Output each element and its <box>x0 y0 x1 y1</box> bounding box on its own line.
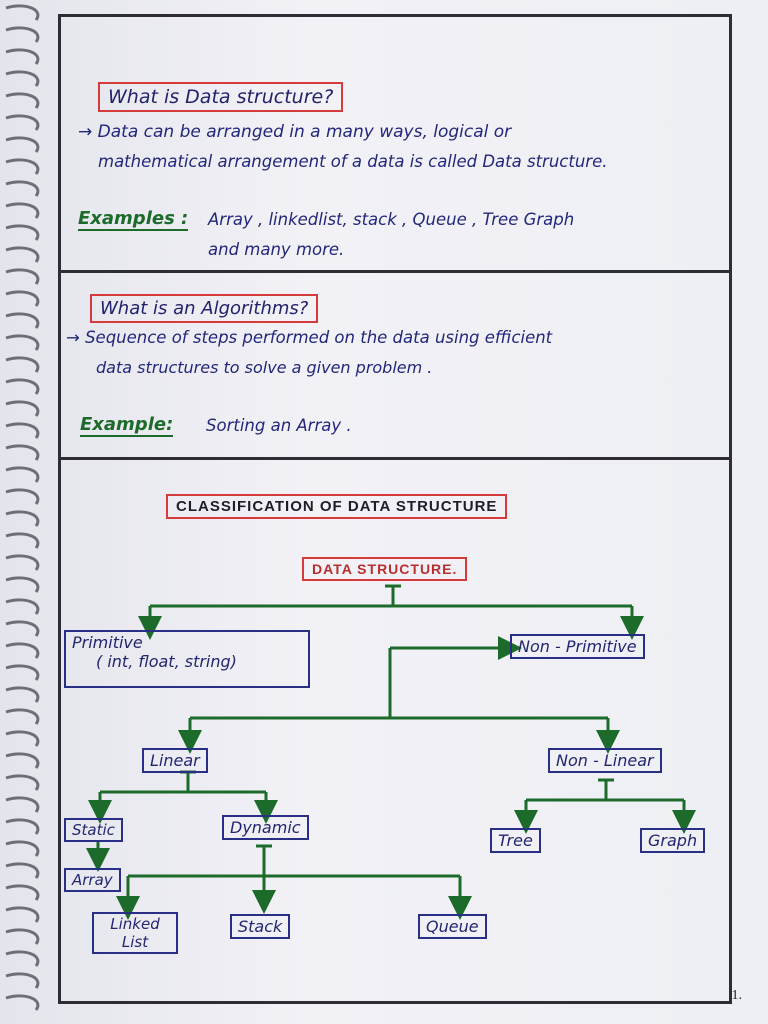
spiral-coil <box>5 796 40 813</box>
spiral-coil <box>5 972 40 989</box>
spiral-coil <box>5 554 40 571</box>
node-primitive-types: ( int, float, string) <box>96 652 237 671</box>
example-label: Example: <box>80 414 174 437</box>
spiral-coil <box>5 532 40 549</box>
spiral-coil <box>5 708 40 725</box>
definition-line-2: mathematical arrangement of a data is ca… <box>98 152 608 171</box>
spiral-coil <box>5 730 40 747</box>
spiral-coil <box>5 400 40 417</box>
spiral-coil <box>5 224 40 241</box>
node-dynamic: Dynamic <box>222 815 309 840</box>
spiral-coil <box>5 620 40 637</box>
examples-line-1: Array , linkedlist, stack , Queue , Tree… <box>208 210 575 229</box>
spiral-coil <box>5 70 40 87</box>
spiral-coil <box>5 840 40 857</box>
examples-line-2: and many more. <box>208 240 345 259</box>
spiral-coil <box>5 928 40 945</box>
node-linear: Linear <box>142 748 208 773</box>
definition-line-1: → Data can be arranged in a many ways, l… <box>78 122 512 142</box>
algorithm-definition-line-2: data structures to solve a given problem… <box>96 358 433 377</box>
spiral-coil <box>5 92 40 109</box>
spiral-coil <box>5 202 40 219</box>
examples-label: Examples : <box>78 208 189 231</box>
node-primitive: Primitive ( int, float, string) <box>64 630 310 688</box>
node-primitive-label: Primitive <box>72 633 143 652</box>
spiral-coil <box>5 444 40 461</box>
node-tree: Tree <box>490 828 541 853</box>
spiral-coil <box>5 884 40 901</box>
node-graph: Graph <box>640 828 706 853</box>
spiral-coil <box>5 378 40 395</box>
example-text: Sorting an Array . <box>206 416 352 435</box>
spiral-coil <box>5 290 40 307</box>
node-linked-list-line-2: List <box>121 933 149 951</box>
spiral-coil <box>5 466 40 483</box>
spiral-coil <box>5 664 40 681</box>
spiral-coil <box>5 950 40 967</box>
spiral-coil <box>5 48 40 65</box>
page-border <box>58 14 732 1004</box>
page-number: 1. <box>731 988 743 1003</box>
spiral-coil <box>5 598 40 615</box>
heading-what-is-data-structure: What is Data structure? <box>98 82 344 112</box>
spiral-coil <box>5 356 40 373</box>
spiral-coil <box>5 488 40 505</box>
spiral-coil <box>5 774 40 791</box>
node-linked-list: Linked List <box>92 912 178 954</box>
spiral-coil <box>5 818 40 835</box>
node-non-linear: Non - Linear <box>548 748 662 773</box>
node-stack: Stack <box>230 914 291 939</box>
classification-title: CLASSIFICATION OF DATA STRUCTURE <box>166 494 508 519</box>
spiral-coil <box>5 862 40 879</box>
section-divider-2 <box>58 457 732 460</box>
spiral-coil <box>5 642 40 659</box>
spiral-coil <box>5 510 40 527</box>
node-non-primitive: Non - Primitive <box>510 634 645 659</box>
spiral-coil <box>5 576 40 593</box>
spiral-coil <box>5 334 40 351</box>
spiral-coil <box>5 686 40 703</box>
spiral-coil <box>5 994 40 1011</box>
node-static: Static <box>64 818 123 842</box>
spiral-coil <box>5 312 40 329</box>
spiral-coil <box>5 422 40 439</box>
spiral-coil <box>5 906 40 923</box>
section-divider-1 <box>58 270 732 273</box>
spiral-binding <box>5 4 40 1011</box>
spiral-coil <box>5 136 40 153</box>
spiral-coil <box>5 268 40 285</box>
spiral-coil <box>5 752 40 769</box>
algorithm-definition-line-1: → Sequence of steps performed on the dat… <box>66 328 553 347</box>
node-array: Array <box>64 868 121 892</box>
node-queue: Queue <box>418 914 487 939</box>
spiral-coil <box>5 158 40 175</box>
spiral-coil <box>5 180 40 197</box>
spiral-coil <box>5 4 40 21</box>
node-data-structure: DATA STRUCTURE. <box>302 557 468 581</box>
node-linked-list-line-1: Linked <box>110 915 160 933</box>
spiral-coil <box>5 26 40 43</box>
heading-what-is-algorithm: What is an Algorithms? <box>90 294 319 323</box>
spiral-coil <box>5 246 40 263</box>
spiral-coil <box>5 114 40 131</box>
